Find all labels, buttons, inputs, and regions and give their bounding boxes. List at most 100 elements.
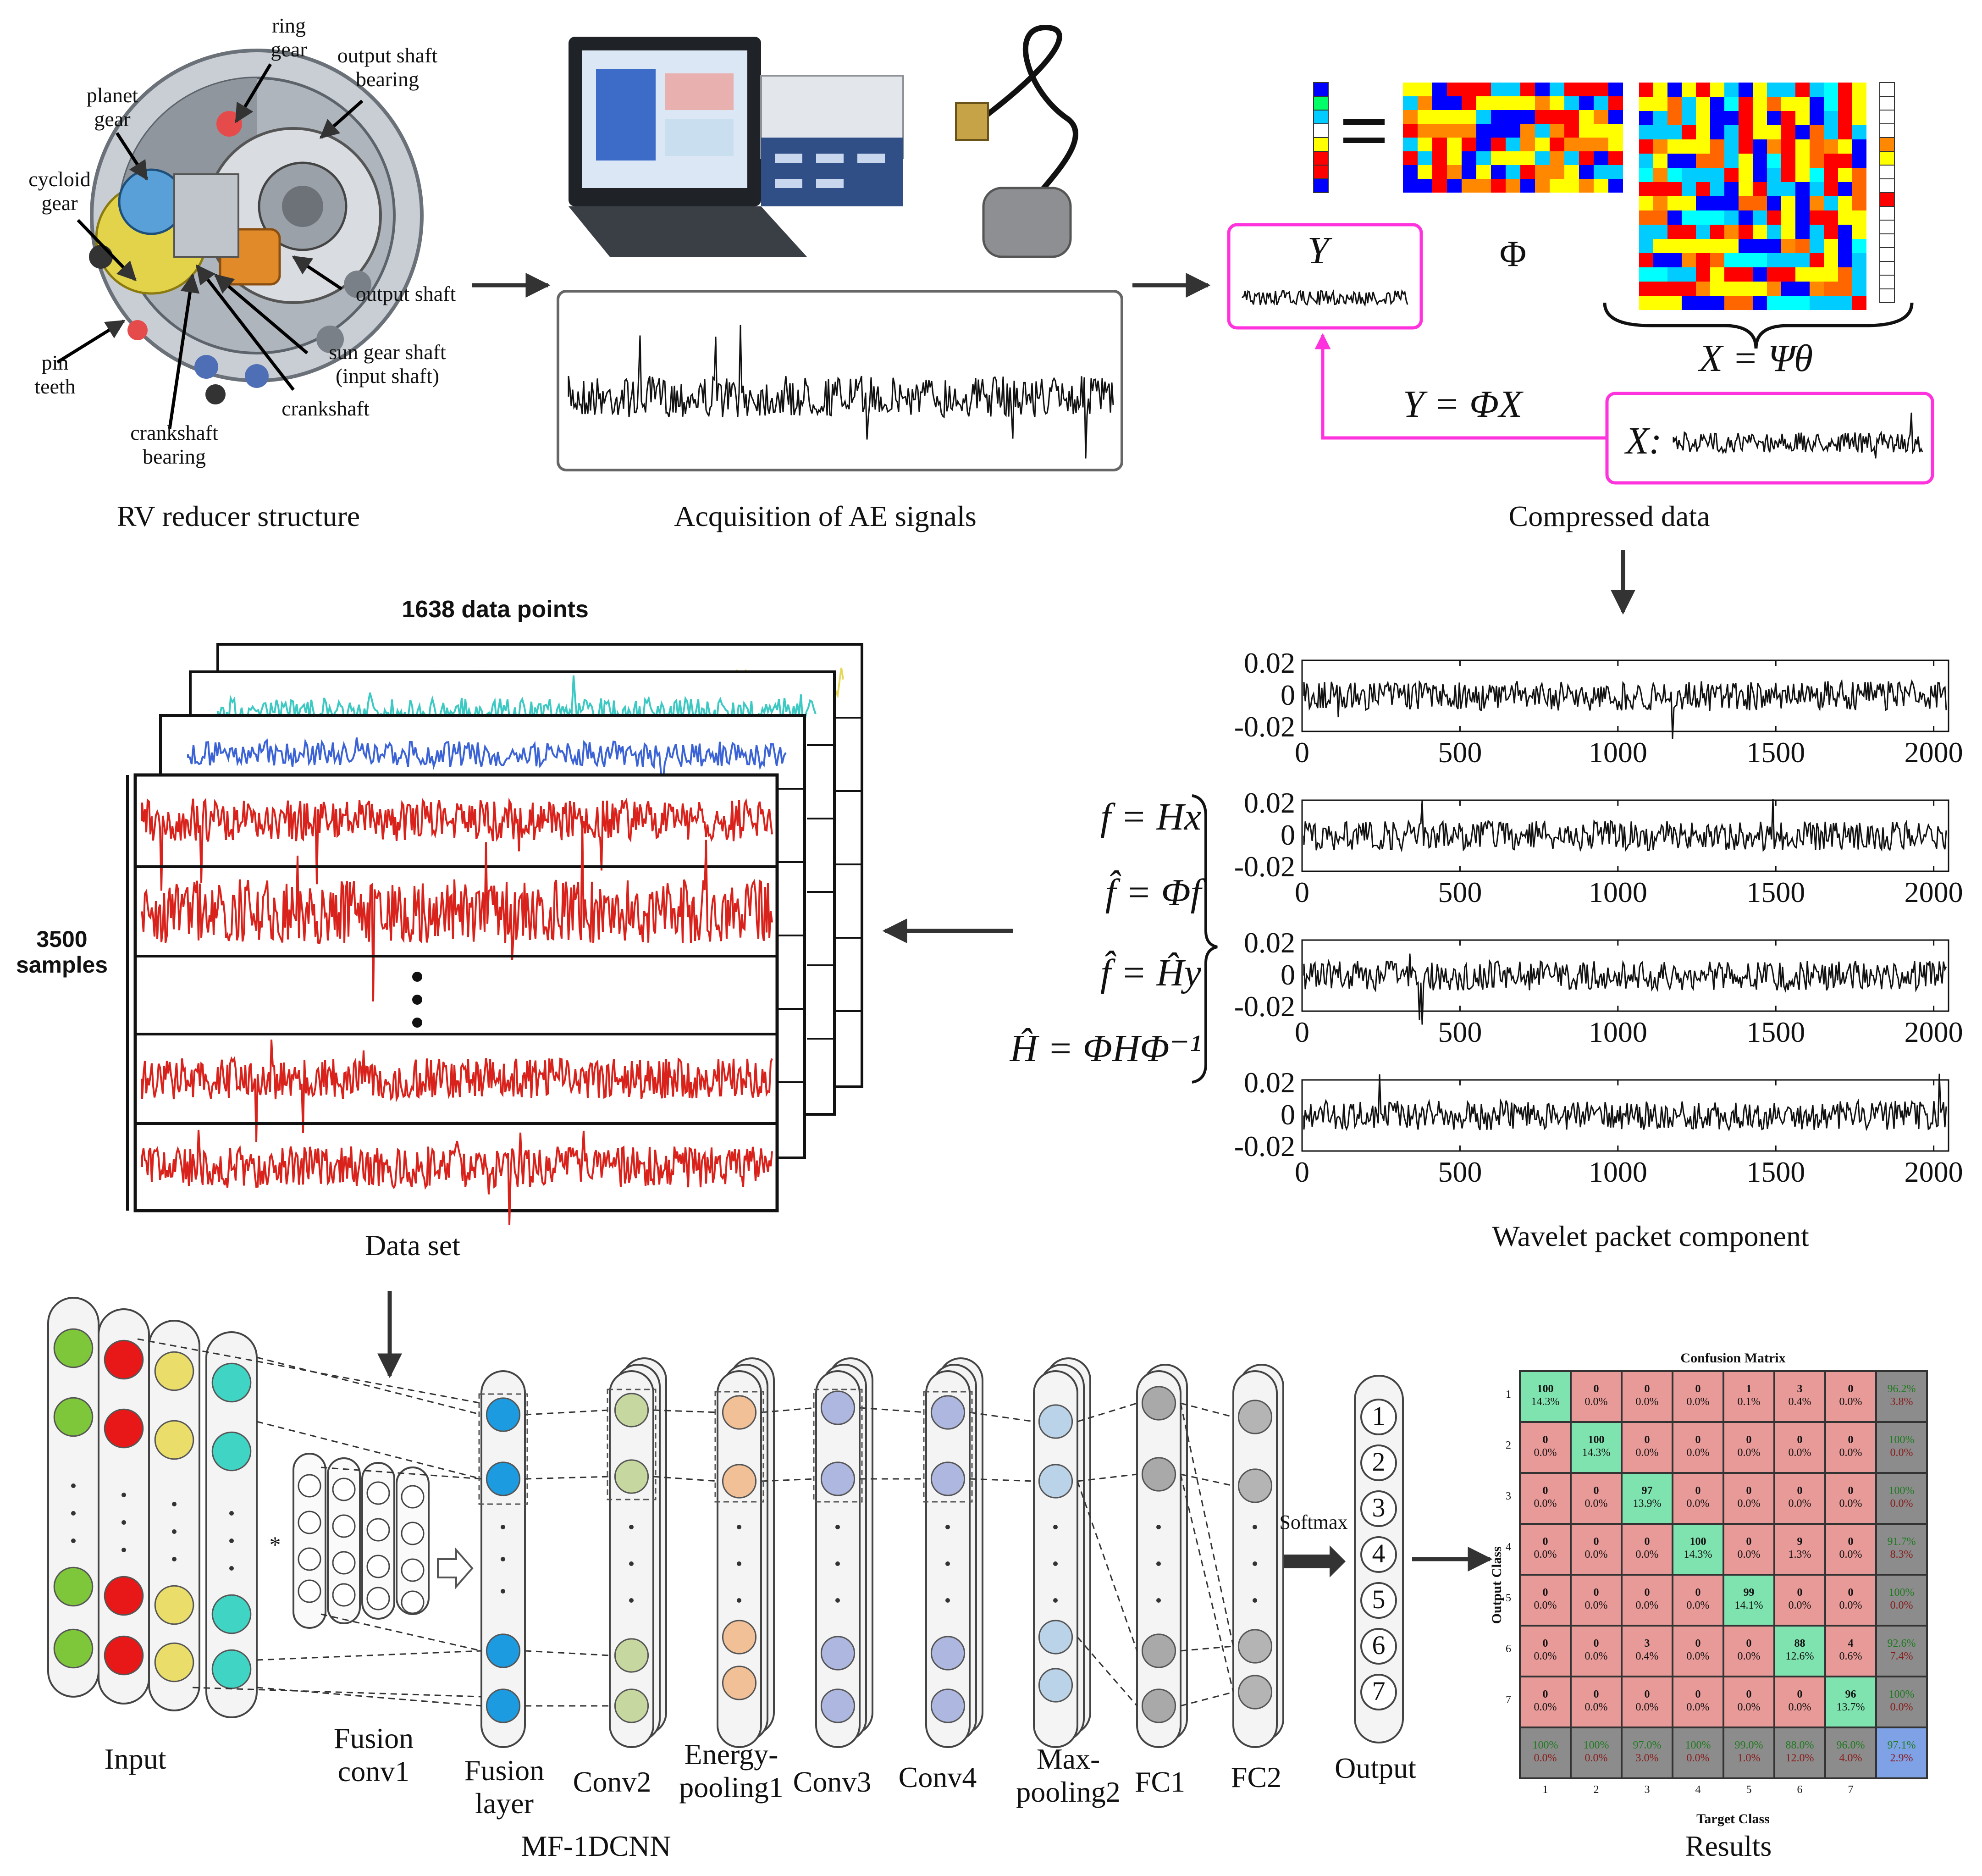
cm-cell-count: 0 xyxy=(1746,1638,1752,1649)
cm-cell-percent: 1.0% xyxy=(1737,1752,1761,1764)
cm-cell-percent: 1.3% xyxy=(1788,1549,1811,1561)
cm-col-label: 6 xyxy=(1797,1784,1803,1796)
cm-cell-percent: 0.0% xyxy=(1584,1701,1608,1713)
cm-cell-percent: 0.0% xyxy=(1686,1752,1710,1764)
dataset-stack xyxy=(126,643,863,1225)
cm-cell-percent: 13.9% xyxy=(1633,1498,1662,1510)
conv3-layer xyxy=(815,1357,873,1748)
cm-cell-percent: 0.0% xyxy=(1534,1549,1557,1561)
cm-cell-percent: 14.3% xyxy=(1582,1447,1611,1459)
cm-cell-count: 0 xyxy=(1695,1587,1701,1599)
layer-label-11: Output xyxy=(1335,1752,1416,1784)
cm-cell-count: 0 xyxy=(1746,1434,1752,1446)
cm-cell-count: 0 xyxy=(1542,1587,1548,1599)
cm-cell-percent: 0.0% xyxy=(1584,1599,1608,1611)
wavelet-y-tick: -0.02 xyxy=(1234,710,1295,743)
cm-cell-percent: 0.1% xyxy=(1737,1396,1761,1408)
cm-cell xyxy=(1570,1727,1623,1779)
cm-cell-count: 4 xyxy=(1848,1638,1854,1649)
layer-label-1: Input xyxy=(104,1743,166,1775)
wavelet-trace-1 xyxy=(1303,679,1947,739)
cm-cell xyxy=(1672,1727,1724,1779)
cm-cell-count: 0 xyxy=(1593,1383,1599,1395)
cm-cell-count: 96.2% xyxy=(1887,1383,1916,1395)
dataset-sample-trace xyxy=(141,797,773,891)
cm-cell-percent: 0.0% xyxy=(1890,1701,1913,1713)
label-crankshaft: crankshaft xyxy=(282,397,370,420)
caption-results: Results xyxy=(1685,1830,1772,1862)
cm-cell-count: 0 xyxy=(1695,1434,1701,1446)
output-node xyxy=(1360,1444,1397,1481)
cm-cell-count: 0 xyxy=(1848,1383,1854,1395)
input-channel-3 xyxy=(148,1320,200,1711)
cm-cell-percent: 0.0% xyxy=(1635,1599,1659,1611)
output-node-label: 1 xyxy=(1372,1401,1386,1431)
output-node-label: 4 xyxy=(1372,1538,1386,1568)
cm-cell-count: 100% xyxy=(1888,1434,1915,1446)
cm-row-label: 2 xyxy=(1506,1439,1511,1451)
cm-cell-count: 0 xyxy=(1593,1688,1599,1700)
label-pin-teeth: pin teeth xyxy=(34,351,76,398)
phi-matrix xyxy=(1403,83,1623,193)
cm-cell xyxy=(1621,1676,1673,1728)
equation-2: f̂ = Φf xyxy=(1105,871,1201,914)
cm-cell-percent: 0.0% xyxy=(1584,1396,1608,1408)
cm-cell-count: 0 xyxy=(1848,1485,1854,1497)
conv4-layer xyxy=(925,1357,983,1748)
acquisition-box-illustration xyxy=(760,75,904,206)
cm-cell xyxy=(1723,1421,1775,1474)
ae-signal-trace xyxy=(568,325,1114,459)
cm-cell-percent: 0.0% xyxy=(1686,1701,1710,1713)
equals-sign xyxy=(1343,119,1385,143)
label-ring-gear: ring gear xyxy=(271,14,307,61)
cm-cell-percent: 0.0% xyxy=(1839,1447,1862,1459)
output-node-label: 3 xyxy=(1372,1493,1386,1522)
cm-cell xyxy=(1519,1574,1572,1627)
wavelet-plot-4 xyxy=(1301,1074,1949,1152)
cm-cell-percent: 0.0% xyxy=(1635,1396,1659,1408)
cm-cell-percent: 0.0% xyxy=(1839,1599,1862,1611)
caption-wavelet: Wavelet packet component xyxy=(1492,1220,1809,1252)
cm-cell xyxy=(1672,1625,1724,1677)
wavelet-y-tick: 0.02 xyxy=(1244,647,1295,679)
cm-cell xyxy=(1621,1523,1673,1576)
layer-label-2: Fusion conv1 xyxy=(333,1722,414,1787)
cm-cell-count: 0 xyxy=(1797,1587,1803,1599)
cm-cell xyxy=(1875,1523,1928,1576)
cm-cell-percent: 0.0% xyxy=(1584,1498,1608,1510)
label-output-shaft-bearing: output shaft bearing xyxy=(337,44,438,91)
cm-cell-count: 100 xyxy=(1689,1536,1706,1548)
cm-cell-percent: 3.0% xyxy=(1635,1752,1659,1764)
cm-cell-percent: 14.1% xyxy=(1734,1599,1763,1611)
cm-cell-count: 0 xyxy=(1695,1383,1701,1395)
cm-cell-count: 91.7% xyxy=(1887,1536,1916,1548)
cm-cell xyxy=(1875,1472,1928,1525)
cm-cell-count: 100% xyxy=(1583,1739,1609,1751)
wavelet-x-tick: 0 xyxy=(1295,1156,1309,1188)
wavelet-y-tick: 0.02 xyxy=(1244,786,1295,819)
wavelet-y-tick: 0 xyxy=(1281,818,1295,851)
dataset-sample-trace xyxy=(141,816,773,1002)
cm-cell-percent: 13.7% xyxy=(1836,1701,1865,1713)
cm-cell-count: 3 xyxy=(1644,1638,1650,1649)
cm-cell xyxy=(1723,1625,1775,1677)
cm-col-label: 7 xyxy=(1848,1784,1854,1796)
y-vector xyxy=(1313,82,1329,193)
cm-col-label: 3 xyxy=(1644,1784,1650,1796)
wavelet-y-tick: -0.02 xyxy=(1234,990,1295,1023)
cm-row-label: 4 xyxy=(1506,1541,1511,1553)
cm-cell-percent: 0.0% xyxy=(1788,1701,1811,1713)
cm-cell-count: 92.6% xyxy=(1887,1638,1916,1649)
wavelet-x-tick: 1000 xyxy=(1588,1156,1647,1188)
cm-cell-count: 100% xyxy=(1888,1485,1915,1497)
wavelet-x-tick: 2000 xyxy=(1904,1156,1963,1188)
cm-row-label: 1 xyxy=(1506,1389,1511,1400)
wavelet-y-tick: 0 xyxy=(1281,1098,1295,1131)
equation-1: f = Hx xyxy=(1100,796,1201,838)
wavelet-trace-2 xyxy=(1303,799,1947,852)
cm-cell-count: 0 xyxy=(1695,1688,1701,1700)
cm-cell-count: 0 xyxy=(1797,1434,1803,1446)
dataset-sample-trace xyxy=(141,1039,773,1142)
cm-cell-percent: 0.0% xyxy=(1788,1599,1811,1611)
cm-row-label: 6 xyxy=(1506,1643,1511,1655)
